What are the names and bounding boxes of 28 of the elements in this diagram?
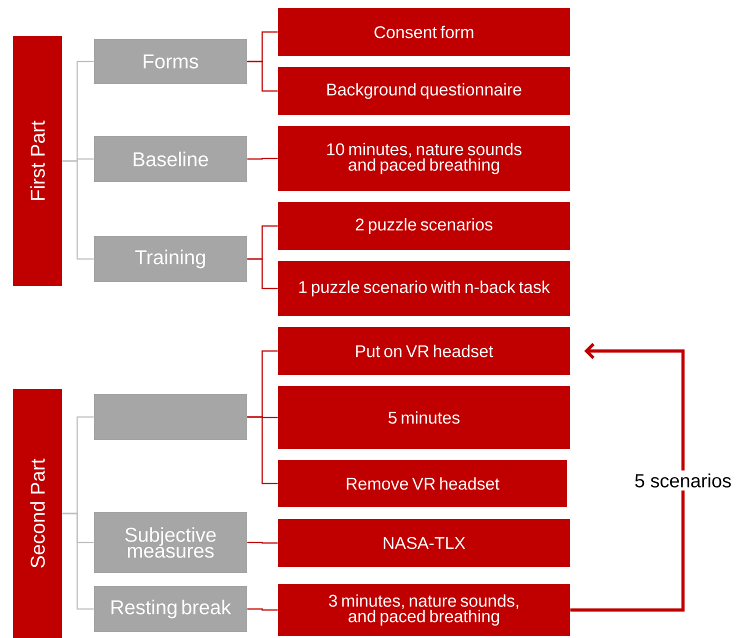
connector-line <box>247 60 278 92</box>
step-box: 10 minutes, nature sounds and paced breathing <box>278 126 570 191</box>
category-box: Resting break <box>94 586 247 632</box>
part-box: First Part <box>13 36 62 286</box>
loop-arrow <box>570 342 685 612</box>
category-box: Training <box>94 236 247 282</box>
connector-line <box>247 608 278 611</box>
category-box: Subjective measures <box>94 512 247 573</box>
step-box: 3 minutes, nature sounds, and paced breathing <box>278 584 570 636</box>
step-box: Put on VR headset <box>278 327 570 375</box>
edge-label: 5 scenarios <box>631 470 735 490</box>
connector-line <box>247 542 278 544</box>
category-box: Forms <box>94 39 247 84</box>
category-box: Baseline <box>94 136 247 182</box>
connector-line <box>62 512 94 610</box>
category-box <box>94 394 247 440</box>
connector-line <box>247 258 278 290</box>
step-box: 2 puzzle scenarios <box>278 202 570 250</box>
connector-line <box>247 416 278 484</box>
connector-line <box>247 158 278 160</box>
part-box: Second Part <box>13 389 62 638</box>
step-box: 5 minutes <box>278 386 570 449</box>
step-box: Background questionnaire <box>278 67 570 115</box>
step-box: NASA-TLX <box>278 519 570 567</box>
step-box: 1 puzzle scenario with n-back task <box>278 261 570 316</box>
step-box: Consent form <box>278 8 570 56</box>
step-box: Remove VR headset <box>278 460 567 507</box>
connector-line <box>62 160 94 260</box>
